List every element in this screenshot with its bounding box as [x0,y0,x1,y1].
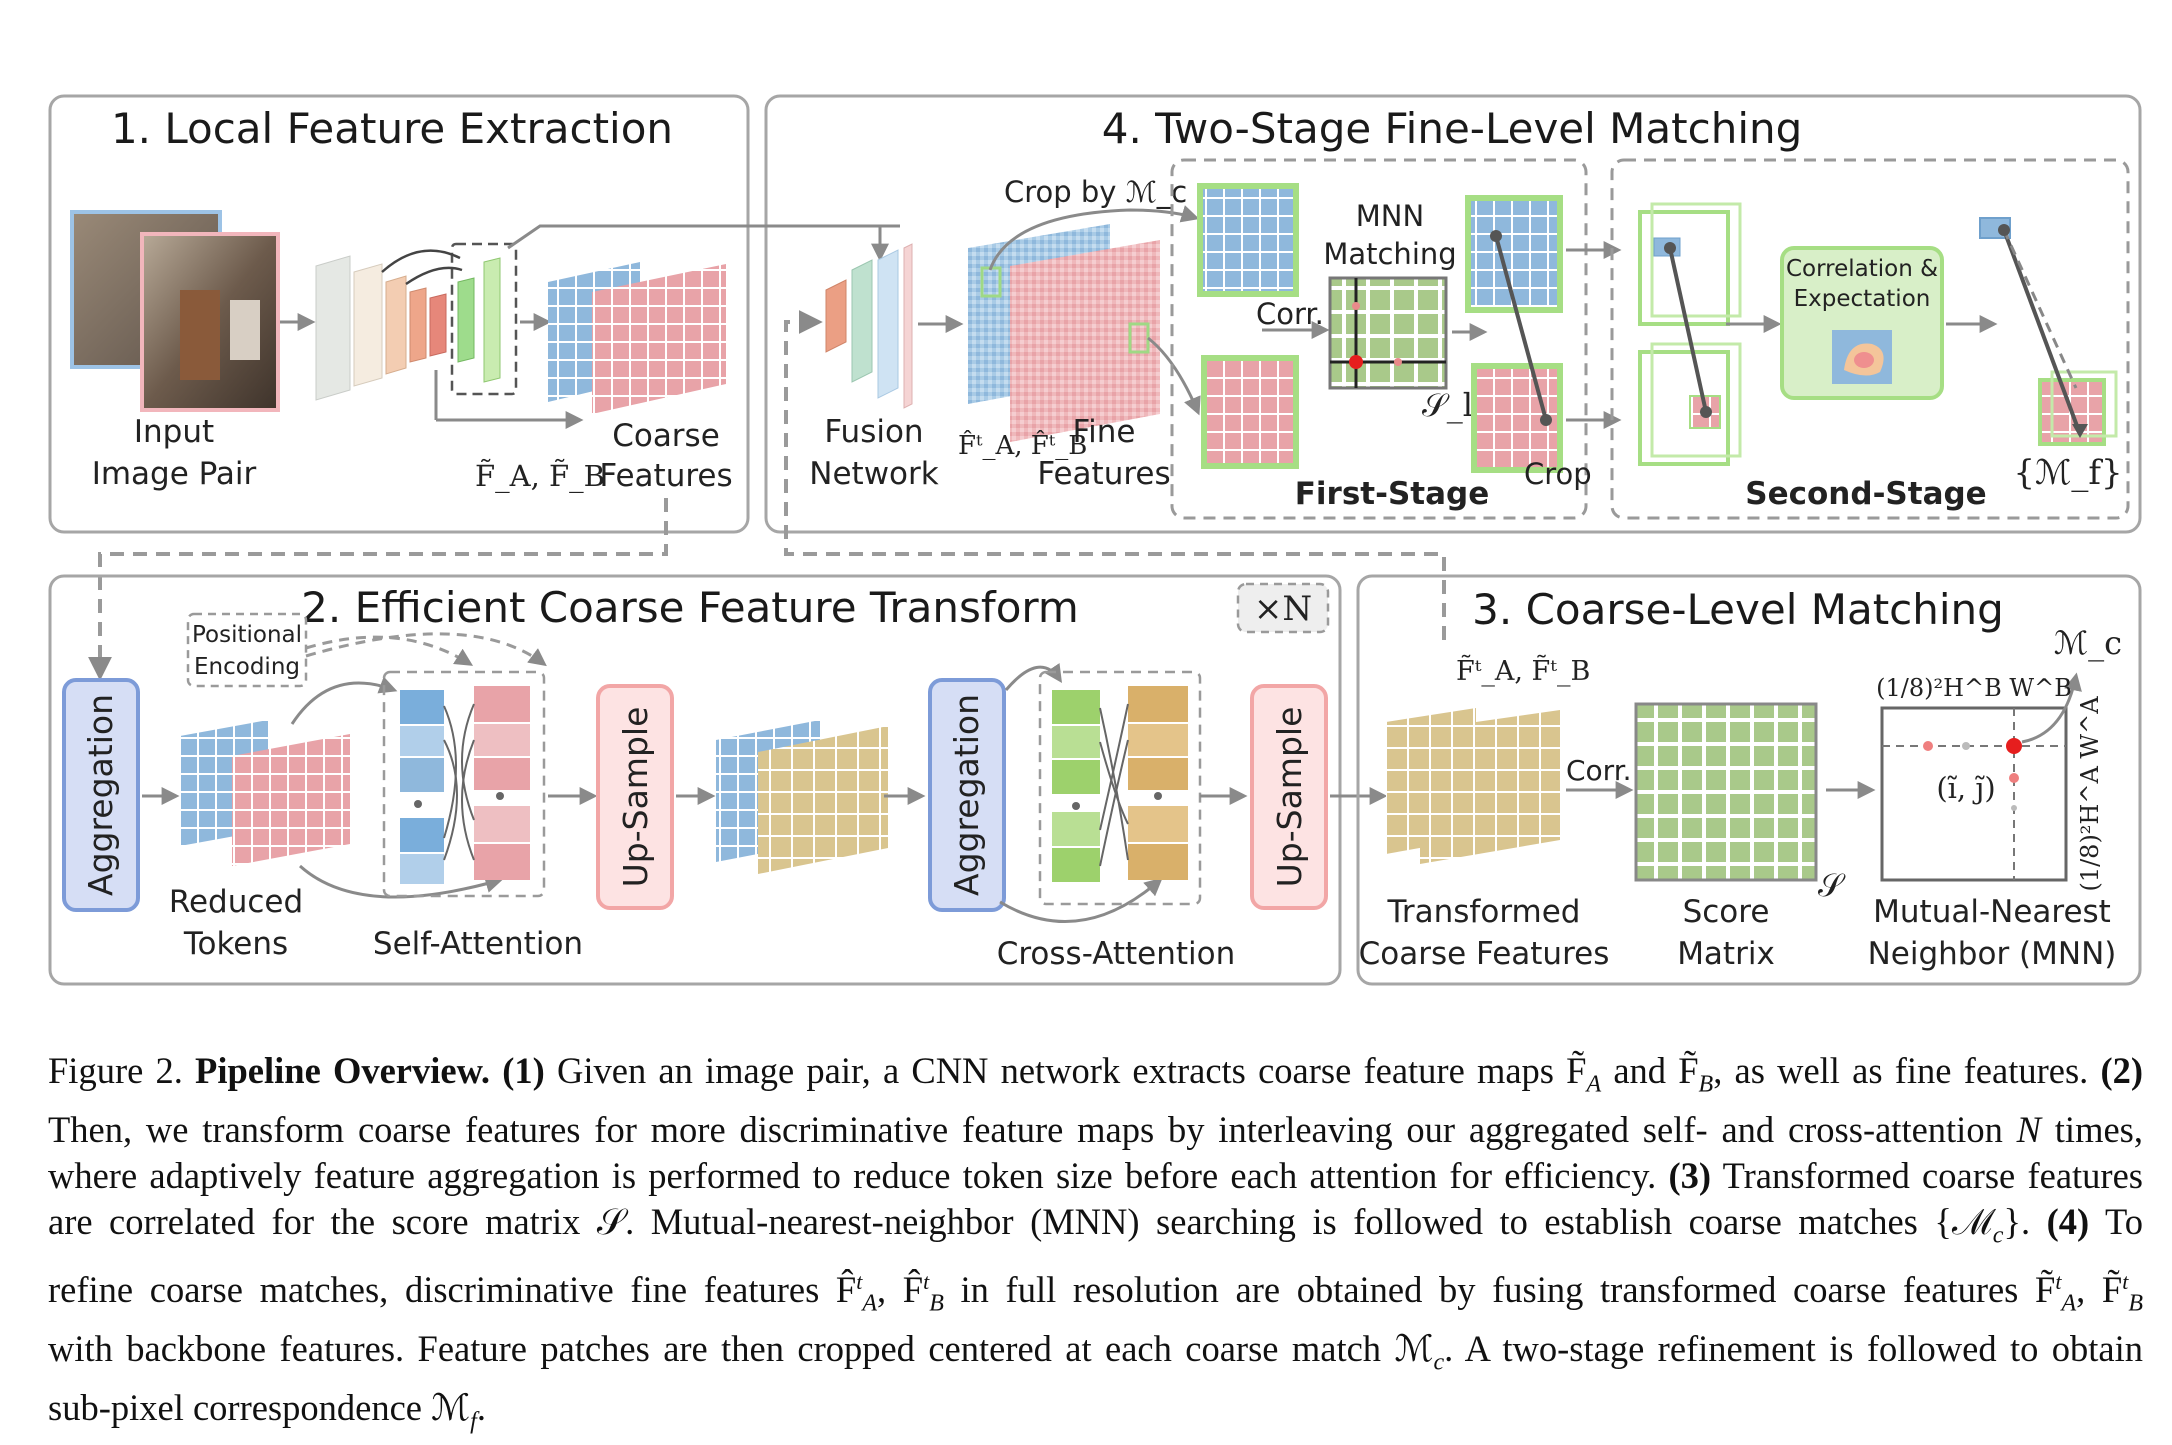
fine-label-2: Features [1037,456,1170,492]
coarse-symbol: F̃_A, F̃_B [475,459,605,494]
pos-enc-label-2: Encoding [194,654,300,680]
times-n-badge: ×N [1254,589,1312,629]
aggregation-block-1 [62,678,140,912]
pos-enc-label-1: Positional [192,622,302,648]
fusion-label-1: Fusion [824,414,923,450]
transformed-label-1: Transformed [1387,894,1581,930]
input-label-1: Input [134,414,214,450]
cross-attention-box [1038,670,1202,906]
second-stage-frame-bottom [1638,342,1742,466]
caption-line: sub-pixel correspondence ℳf. [48,1387,486,1435]
mc-symbol: ℳ_c [2054,624,2122,662]
panel3-title: 3. Coarse-Level Matching [1472,585,2004,634]
score-label-2: Matrix [1677,936,1775,972]
upsample-label-1: Up-Sample [616,707,655,888]
fine-symbol: F̂ᵗ_A, F̂ᵗ_B [958,430,1087,461]
mf-symbol: {ℳ_f} [2013,453,2122,493]
caption-line: with backbone features. Feature patches … [48,1328,2144,1376]
reduced-label-1: Reduced [169,884,303,920]
reduced-label-2: Tokens [183,926,288,962]
corr-exp-label-2: Expectation [1794,286,1931,312]
second-stage-refined-patch [1979,217,2118,446]
self-attention-tokens [400,686,530,884]
panel1-title: 1. Local Feature Extraction [111,104,673,153]
self-attention-label: Self-Attention [373,926,583,962]
score-symbol: 𝒮 [1818,866,1846,904]
panel-two-stage-fine-level [764,94,2142,534]
cnn-backbone [315,242,518,401]
cross-attention-label: Cross-Attention [997,936,1236,972]
coarse-label-1: Coarse [612,418,720,454]
input-image-pair [70,210,280,412]
mnn-matching-grid [1328,276,1448,390]
upsample-label-2: Up-Sample [1270,707,1309,888]
mnn-match-point [1349,355,1363,369]
caption-line: refine coarse matches, discriminative fi… [48,1268,2143,1317]
transformed-coarse-features [1386,708,1560,864]
upsample-block-1 [596,684,674,910]
ij-label: (ĩ, j̃) [1936,771,1995,805]
score-label-1: Score [1683,894,1770,930]
panel-local-feature-extraction [48,94,750,534]
corr-exp-label-1: Correlation & [1786,256,1938,282]
second-stage-box [1610,158,2130,520]
upsample-block-2 [1250,684,1328,910]
fusion-network [825,243,913,409]
second-stage-frame-top [1638,202,1742,326]
coarse-label-2: Features [599,458,732,494]
panel-efficient-coarse-transform [48,574,1342,986]
mnn-label-2: Matching [1323,237,1456,271]
pipeline-figure: 1. Local Feature Extraction Input Image … [48,94,2142,986]
mnn-plot [1880,672,2082,882]
caption-line: are correlated for the score matrix 𝒮. M… [48,1201,2143,1249]
panel3-corr-label: Corr. [1566,754,1632,787]
input-label-2: Image Pair [92,456,257,492]
first-stage-blue-patch [1197,183,1299,297]
transformed-symbol: F̃ᵗ_A, F̃ᵗ_B [1456,654,1590,687]
fusion-label-2: Network [809,456,938,492]
caption-line: Figure 2. Pipeline Overview. (1) Given a… [48,1050,2144,1098]
fine-features-stack [968,224,1160,442]
mnn-selected-match [2006,738,2022,754]
hw-top-label: (1/8)²H^B W^B [1876,674,2072,702]
aggregation-label-2: Aggregation [947,694,986,896]
correlation-expectation-box [1780,246,1944,400]
aggregation-block-2 [928,678,1006,912]
mnn-label-1: MNN [1356,199,1424,233]
panel-coarse-level-matching [1356,574,2142,986]
aggregation-label-1: Aggregation [81,694,120,896]
caption-line: Then, we transform coarse features for m… [48,1109,2143,1151]
first-stage-label: First-Stage [1295,476,1490,512]
panel4-title: 4. Two-Stage Fine-Level Matching [1102,104,1803,153]
coarse-features-stack [548,262,726,414]
score-matrix [1634,702,1818,882]
mnn-plot-label-1: Mutual-Nearest [1873,894,2111,930]
crop-label: Crop [1524,457,1592,491]
mixed-features [716,720,888,874]
panel2-title: 2. Efficient Coarse Feature Transform [301,583,1079,632]
mnn-plot-label-2: Neighbor (MNN) [1868,936,2117,972]
first-corr-label: Corr. [1256,297,1324,331]
transformed-label-2: Coarse Features [1359,936,1610,972]
caption-line: where adaptively feature aggregation is … [48,1155,2143,1197]
first-stage-red-patch [1201,355,1299,469]
sl-symbol: 𝒮_l [1422,386,1473,424]
fine-label-1: Fine [1073,414,1136,450]
self-attention-box [382,670,546,898]
crop-by-label: Crop by ℳ_c [1004,175,1187,209]
second-stage-label: Second-Stage [1745,476,1986,512]
first-stage-crop-blue [1465,195,1563,313]
hw-side-label: (1/8)²H^A W^A [2076,696,2104,892]
reduced-tokens [180,720,350,866]
figure-caption: Figure 2. Pipeline Overview. (1) Given a… [48,1048,2143,1445]
cross-attention-tokens [1052,686,1188,882]
